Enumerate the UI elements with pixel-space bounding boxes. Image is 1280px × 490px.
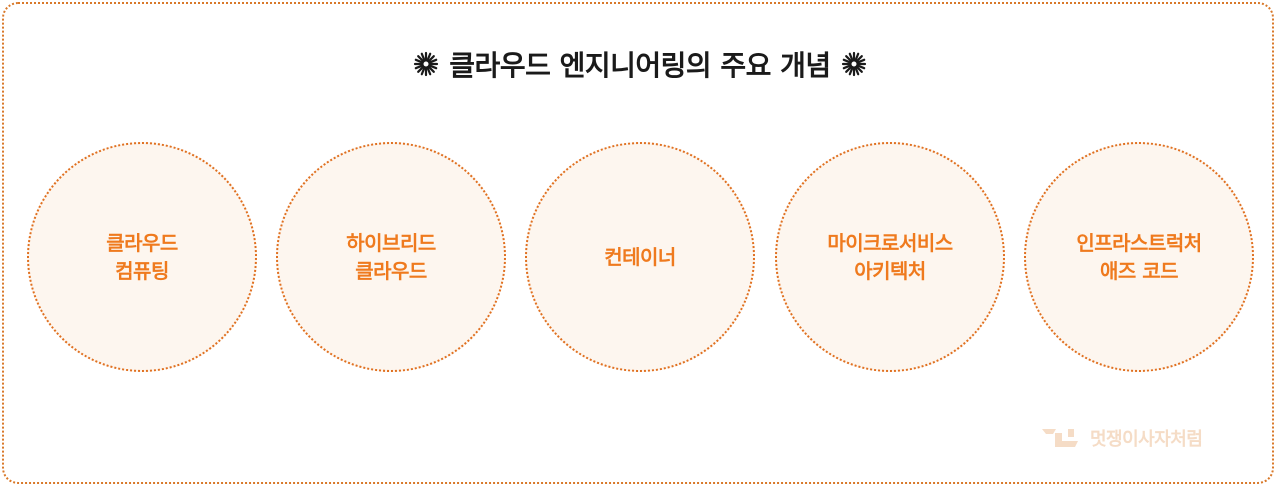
concept-label-line1: 컨테이너 — [604, 245, 676, 269]
starburst-icon — [414, 51, 439, 77]
concept-microservices: 마이크로서비스 아키텍처 — [775, 142, 1005, 372]
concept-label-line2: 아키텍처 — [854, 259, 926, 283]
concept-label-line2: 클라우드 — [355, 259, 427, 283]
diagram-frame — [2, 2, 1274, 484]
concept-label-line1: 하이브리드 — [346, 231, 436, 255]
concept-label-line1: 인프라스트럭처 — [1076, 231, 1202, 255]
concept-label-line2: 컴퓨팅 — [115, 259, 169, 283]
watermark: 멋쟁이사자처럼 — [1042, 424, 1203, 452]
concept-label-line1: 클라우드 — [106, 231, 178, 255]
concept-hybrid-cloud: 하이브리드 클라우드 — [276, 142, 506, 372]
starburst-icon — [841, 51, 866, 77]
diagram-title: 클라우드 엔지니어링의 주요 개념 — [449, 49, 831, 82]
watermark-text: 멋쟁이사자처럼 — [1090, 429, 1203, 450]
concept-label-line2: 애즈 코드 — [1099, 259, 1179, 283]
concept-circles: 클라우드 컴퓨팅 하이브리드 클라우드 컨테이너 마이크로서비스 아키텍처 인프… — [0, 142, 1280, 374]
likelion-logo-icon — [1042, 429, 1078, 447]
concept-cloud-computing: 클라우드 컴퓨팅 — [27, 142, 257, 372]
concept-label-line1: 마이크로서비스 — [827, 231, 953, 255]
concept-infrastructure-as-code: 인프라스트럭처 애즈 코드 — [1024, 142, 1254, 372]
concept-container: 컨테이너 — [525, 142, 755, 372]
title-row: 클라우드 엔지니어링의 주요 개념 — [0, 42, 1280, 86]
